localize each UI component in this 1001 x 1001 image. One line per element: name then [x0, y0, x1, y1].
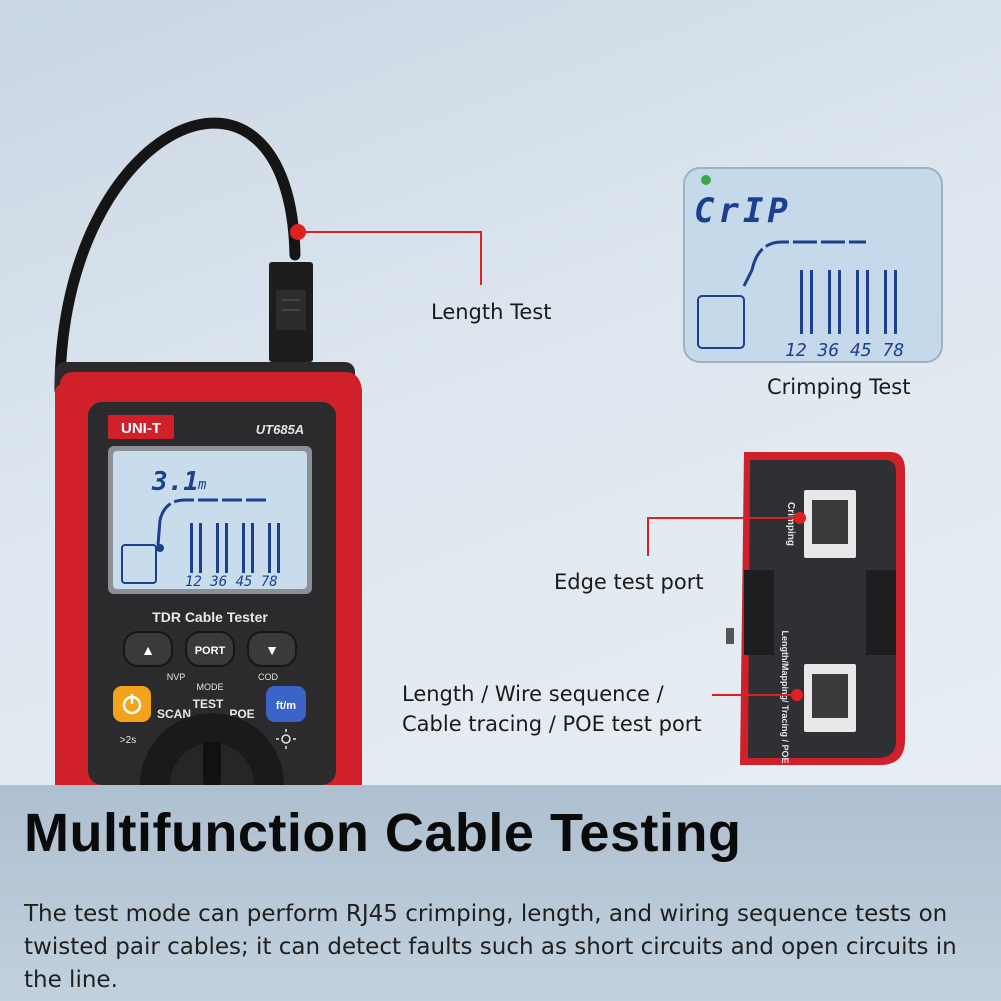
- multi-port-label: Length/Mapping/ Tracing / POE: [780, 630, 790, 763]
- crimp-mode-label: CrIP: [694, 191, 792, 231]
- ft-m-button[interactable]: [266, 686, 306, 722]
- device-lcd-screen: [113, 451, 307, 589]
- cod-label: COD: [258, 672, 279, 682]
- test-label: TEST: [193, 697, 224, 711]
- meter-pictogram: [121, 544, 157, 584]
- multi-port-callout-line2: Cable tracing / POE test port: [402, 712, 702, 736]
- tester-port-end: Crimping Length/Mapping/ Tracing / POE: [726, 452, 905, 765]
- crimping-screen-inset: CrIP 12 36 45 78: [683, 167, 943, 363]
- scan-label: SCAN: [157, 707, 191, 721]
- pin-labels: 12 36 45 78: [185, 574, 278, 590]
- down-button[interactable]: [247, 631, 297, 667]
- headline: Multifunction Cable Testing: [24, 803, 742, 863]
- crimping-port-label: Crimping: [785, 502, 796, 546]
- brand-logo: UNI-T: [121, 420, 161, 437]
- port-button-label: PORT: [195, 645, 226, 657]
- crimping-test-callout: Crimping Test: [767, 375, 911, 399]
- edge-port-callout: Edge test port: [554, 570, 704, 594]
- ft-m-label: ft/m: [276, 700, 296, 712]
- brand-badge: [108, 415, 174, 439]
- up-arrow-icon: ▲: [141, 642, 155, 658]
- wire-map-bars: [190, 523, 280, 573]
- multi-port-callout: Length / Wire sequence / Cable tracing /…: [402, 679, 702, 739]
- length-unit: m: [197, 477, 207, 493]
- network-cable: [54, 117, 301, 396]
- port-button[interactable]: [185, 631, 235, 667]
- caption-band: [0, 785, 1001, 1001]
- nvp-label: NVP: [167, 672, 186, 682]
- backlight-icon: [276, 729, 296, 749]
- multi-port-callout-line1: Length / Wire sequence /: [402, 682, 664, 706]
- cable-tester-device: UNI-T UT685A 3.1 m 12 36 45 78 TDR Cable…: [55, 362, 362, 785]
- device-title: TDR Cable Tester: [152, 609, 268, 625]
- model-label: UT685A: [256, 422, 304, 437]
- down-arrow-icon: ▼: [265, 642, 279, 658]
- mode-label: MODE: [197, 682, 224, 692]
- length-reading: 3.1: [151, 467, 199, 497]
- up-button[interactable]: [123, 631, 173, 667]
- crimp-pin-labels: 12 36 45 78: [785, 340, 904, 361]
- description: The test mode can perform RJ45 crimping,…: [24, 901, 957, 993]
- length-test-callout: Length Test: [431, 300, 552, 324]
- product-illustration: UNI-T UT685A 3.1 m 12 36 45 78 TDR Cable…: [54, 117, 943, 785]
- power-hold-label: >2s: [120, 735, 136, 746]
